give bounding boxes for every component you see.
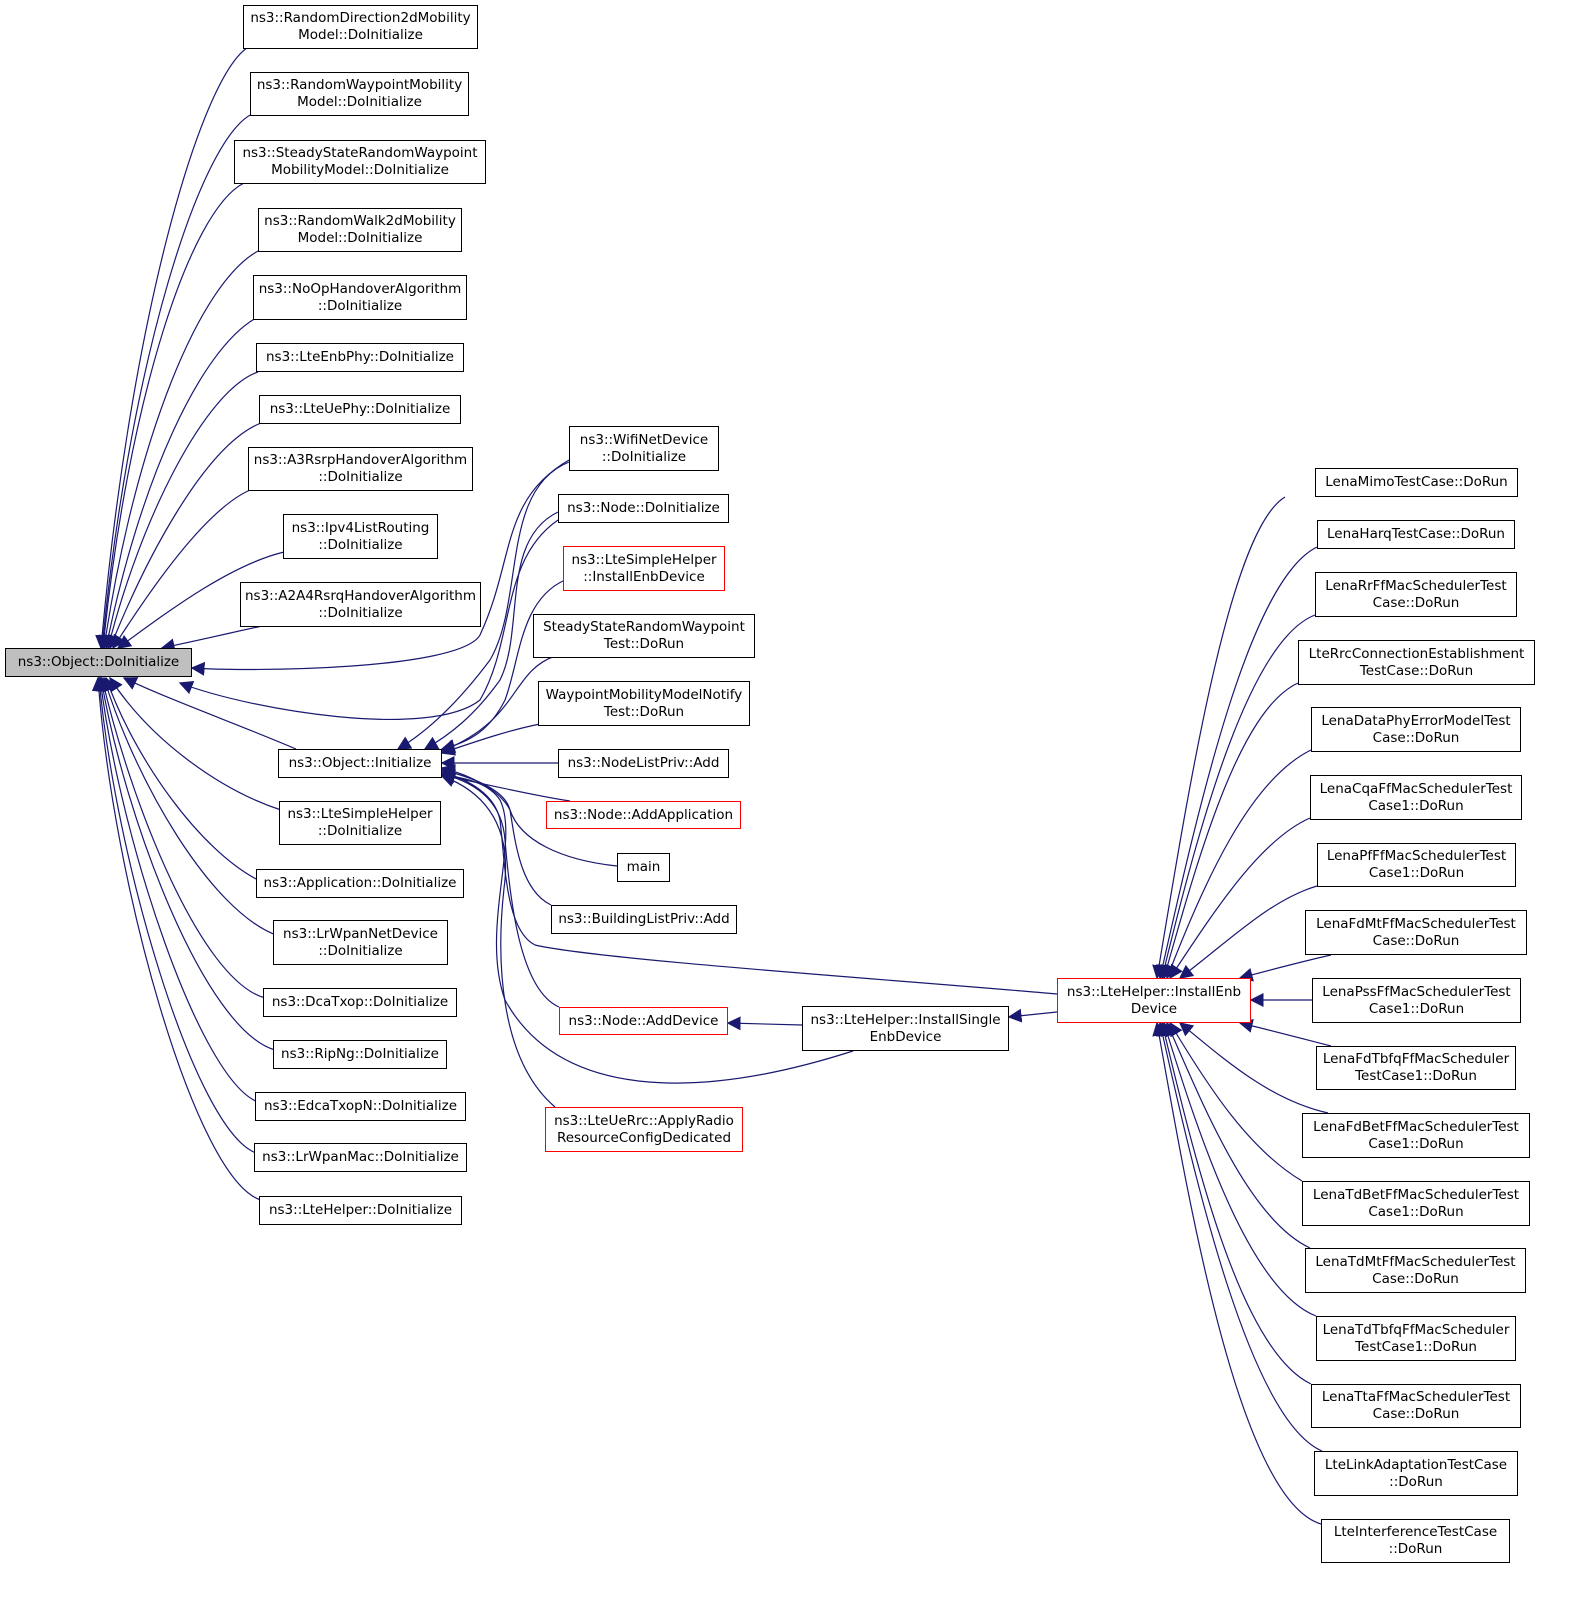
node-lenafdbet[interactable]: LenaFdBetFfMacSchedulerTest Case1::DoRun xyxy=(1302,1113,1530,1158)
root-node[interactable]: ns3::Object::DoInitialize xyxy=(5,648,192,677)
edge-a3rsrp-to-root xyxy=(112,489,251,650)
node-ipv4list[interactable]: ns3::Ipv4ListRouting ::DoInitialize xyxy=(283,514,438,559)
node-lenafdmt[interactable]: LenaFdMtFfMacSchedulerTest Case::DoRun xyxy=(1305,910,1527,955)
edge-objinit-to-root xyxy=(122,677,297,750)
node-lterrc[interactable]: LteRrcConnectionEstablishment TestCase::… xyxy=(1298,640,1535,685)
edge-lenacqa-to-installenb xyxy=(1169,817,1311,980)
node-lenacqa[interactable]: LenaCqaFfMacSchedulerTest Case1::DoRun xyxy=(1310,775,1522,820)
node-a2a4rsrq[interactable]: ns3::A2A4RsrqHandoverAlgorithm ::DoIniti… xyxy=(240,582,481,627)
edge-lrwpannetdevice-to-root xyxy=(100,676,277,936)
edge-randomwaypoint-to-root xyxy=(96,113,253,650)
node-installsingle[interactable]: ns3::LteHelper::InstallSingle EnbDevice xyxy=(802,1006,1009,1051)
node-ltelink[interactable]: LteLinkAdaptationTestCase ::DoRun xyxy=(1314,1451,1518,1496)
node-steadystatetest[interactable]: SteadyStateRandomWaypoint Test::DoRun xyxy=(533,614,755,658)
node-steadystate[interactable]: ns3::SteadyStateRandomWaypoint MobilityM… xyxy=(234,140,486,184)
edge-lenamimo-to-installenb xyxy=(1152,496,1286,980)
edge-lenaharq-to-installenb xyxy=(1155,546,1318,980)
node-appdoinit[interactable]: ns3::Application::DoInitialize xyxy=(256,869,464,898)
node-wifinet[interactable]: ns3::WifiNetDevice ::DoInitialize xyxy=(569,426,719,471)
node-nodelistadd[interactable]: ns3::NodeListPriv::Add xyxy=(558,749,729,778)
edge-ltesimpleinstall-to-objinit xyxy=(440,579,566,753)
edge-wifinet-to-root xyxy=(190,459,570,676)
node-lenamimo[interactable]: LenaMimoTestCase::DoRun xyxy=(1315,468,1518,497)
edge-lteinterference-to-installenb xyxy=(1152,1021,1322,1525)
node-dcatxop[interactable]: ns3::DcaTxop::DoInitialize xyxy=(263,988,457,1017)
edge-installenb-to-objinit xyxy=(440,768,1058,995)
edge-dcatxop-to-root xyxy=(97,676,266,999)
edge-buildinglistadd-to-objinit xyxy=(440,766,552,906)
node-nodedoinit[interactable]: ns3::Node::DoInitialize xyxy=(558,494,729,523)
node-lrwpannetdevice[interactable]: ns3::LrWpanNetDevice ::DoInitialize xyxy=(273,920,448,965)
edge-edcatxopn-to-root xyxy=(94,676,259,1103)
edge-lenatdmt-to-installenb xyxy=(1165,1021,1311,1249)
edge-randomdirection-to-root xyxy=(95,47,248,650)
node-lenapf[interactable]: LenaPfFfMacSchedulerTest Case1::DoRun xyxy=(1317,843,1516,887)
node-ripng[interactable]: ns3::RipNg::DoInitialize xyxy=(273,1040,447,1069)
edge-lteueapply-to-objinit xyxy=(440,773,556,1108)
edge-lenafdbet-to-installenb xyxy=(1178,1022,1329,1114)
node-lenatdbet[interactable]: LenaTdBetFfMacSchedulerTest Case1::DoRun xyxy=(1302,1181,1530,1226)
node-lteueapply[interactable]: ns3::LteUeRrc::ApplyRadio ResourceConfig… xyxy=(545,1107,743,1152)
edge-lenatta-to-installenb xyxy=(1158,1021,1312,1385)
node-ltesimpledoinit[interactable]: ns3::LteSimpleHelper ::DoInitialize xyxy=(279,801,441,845)
node-ltesimpleinstall[interactable]: ns3::LteSimpleHelper ::InstallEnbDevice xyxy=(563,546,725,591)
node-lteinterference[interactable]: LteInterferenceTestCase ::DoRun xyxy=(1321,1519,1510,1563)
edge-lteenbphy-to-root xyxy=(104,371,259,650)
node-lenapss[interactable]: LenaPssFfMacSchedulerTest Case1::DoRun xyxy=(1312,978,1521,1023)
edge-lterrc-to-installenb xyxy=(1160,682,1299,980)
edge-steadystatetest-to-objinit xyxy=(440,655,556,753)
edge-lteuephy-to-root xyxy=(108,422,262,650)
node-noophandover[interactable]: ns3::NoOpHandoverAlgorithm ::DoInitializ… xyxy=(253,275,467,320)
edge-nodedoinit-to-objinit xyxy=(423,511,559,750)
node-lenatta[interactable]: LenaTtaFfMacSchedulerTest Case::DoRun xyxy=(1311,1384,1521,1428)
edge-noophandover-to-root xyxy=(101,317,257,650)
node-lenarr[interactable]: LenaRrFfMacSchedulerTest Case::DoRun xyxy=(1315,572,1517,617)
node-lenadataphy[interactable]: LenaDataPhyErrorModelTest Case::DoRun xyxy=(1311,707,1521,752)
edge-lenatdtbfq-to-installenb xyxy=(1161,1021,1317,1317)
edge-ltesimpledoinit-to-root xyxy=(109,676,282,811)
edge-ltehelperdoinit-to-root xyxy=(91,676,262,1201)
node-lteuephy[interactable]: ns3::LteUePhy::DoInitialize xyxy=(259,395,461,424)
edge-lenapf-to-installenb xyxy=(1178,885,1318,979)
edge-ripng-to-root xyxy=(96,676,276,1051)
node-buildinglistadd[interactable]: ns3::BuildingListPriv::Add xyxy=(551,905,737,934)
node-objinit[interactable]: ns3::Object::Initialize xyxy=(278,749,442,778)
node-a3rsrp[interactable]: ns3::A3RsrpHandoverAlgorithm ::DoInitial… xyxy=(248,447,473,491)
node-waypointnotify[interactable]: WaypointMobilityModelNotify Test::DoRun xyxy=(538,681,750,726)
node-nodeaddapp[interactable]: ns3::Node::AddApplication xyxy=(546,801,741,829)
node-lenafdtbfq[interactable]: LenaFdTbfqFfMacScheduler TestCase1::DoRu… xyxy=(1316,1046,1516,1090)
edge-installsingle-to-nodeadddevice xyxy=(726,1016,803,1031)
node-lteenbphy[interactable]: ns3::LteEnbPhy::DoInitialize xyxy=(256,343,464,372)
edge-lrwpanmac-to-root xyxy=(93,676,257,1154)
edge-appdoinit-to-root xyxy=(103,676,259,881)
edge-waypointnotify-to-objinit xyxy=(440,723,541,756)
edge-ltelink-to-installenb xyxy=(1155,1021,1323,1452)
edge-a2a4rsrq-to-root xyxy=(160,625,263,653)
node-nodeadddevice[interactable]: ns3::Node::AddDevice xyxy=(559,1007,728,1035)
node-lenatdtbfq[interactable]: LenaTdTbfqFfMacScheduler TestCase1::DoRu… xyxy=(1316,1316,1516,1361)
node-ltehelperdoinit[interactable]: ns3::LteHelper::DoInitialize xyxy=(259,1196,462,1225)
edge-steadystate-to-root xyxy=(97,182,245,650)
edge-lenafdmt-to-installenb xyxy=(1238,954,1332,982)
edge-randomwalk-to-root xyxy=(98,249,261,650)
node-installenb[interactable]: ns3::LteHelper::InstallEnb Device xyxy=(1057,978,1251,1023)
edge-installenb-to-installsingle xyxy=(1007,1008,1058,1023)
edge-lenatdbet-to-installenb xyxy=(1169,1021,1303,1182)
node-randomwalk[interactable]: ns3::RandomWalk2dMobility Model::DoIniti… xyxy=(258,208,462,252)
edge-wifinet-to-objinit xyxy=(396,461,570,750)
edge-lenafdtbfq-to-installenb xyxy=(1238,1019,1332,1047)
edge-lenadataphy-to-installenb xyxy=(1165,749,1312,980)
edge-lenarr-to-installenb xyxy=(1158,614,1316,980)
node-randomwaypoint[interactable]: ns3::RandomWaypointMobility Model::DoIni… xyxy=(250,72,469,116)
node-edcatxopn[interactable]: ns3::EdcaTxopN::DoInitialize xyxy=(255,1092,466,1121)
edge-ipv4list-to-root xyxy=(116,551,285,649)
node-lenaharq[interactable]: LenaHarqTestCase::DoRun xyxy=(1317,520,1515,549)
node-randomdirection[interactable]: ns3::RandomDirection2dMobility Model::Do… xyxy=(243,5,478,49)
node-main[interactable]: main xyxy=(617,853,670,882)
node-lenatdmt[interactable]: LenaTdMtFfMacSchedulerTest Case::DoRun xyxy=(1305,1248,1526,1293)
node-lrwpanmac[interactable]: ns3::LrWpanMac::DoInitialize xyxy=(254,1143,467,1172)
edge-installsingle-to-objinit xyxy=(440,769,854,1084)
